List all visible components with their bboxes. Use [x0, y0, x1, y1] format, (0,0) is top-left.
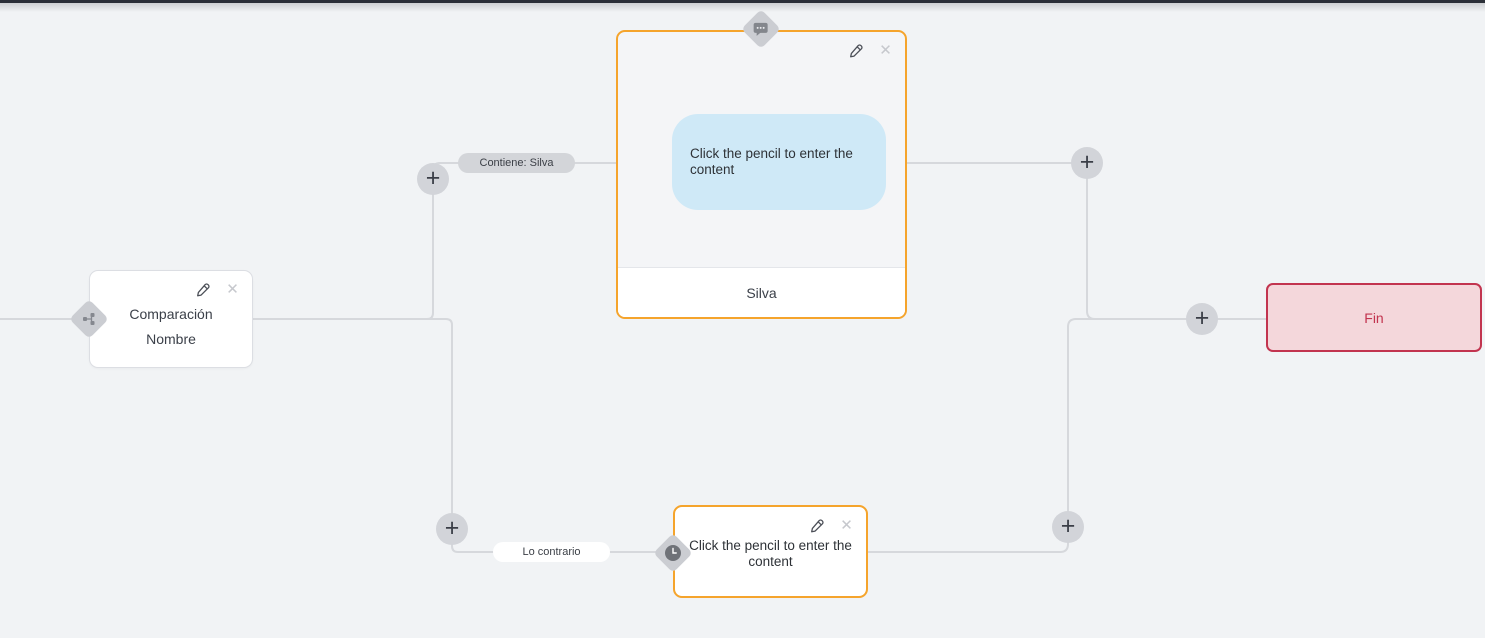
action-node-placeholder: Click the pencil to enter the content	[689, 538, 852, 569]
edge-label-contains[interactable]: Contiene: Silva	[458, 153, 575, 173]
edge-condition-to-bottom	[253, 318, 660, 553]
add-node-button-before-end[interactable]: +	[1186, 303, 1218, 335]
plus-icon: +	[1060, 511, 1076, 540]
edge-label-otherwise[interactable]: Lo contrario	[493, 542, 610, 562]
plus-icon: +	[1079, 147, 1095, 176]
close-icon[interactable]: ✕	[838, 517, 855, 534]
condition-title-line2: Nombre	[146, 331, 196, 347]
plus-icon: +	[444, 513, 460, 542]
clock-icon	[665, 545, 681, 561]
message-node-footer: Silva	[618, 267, 905, 317]
edit-pencil-icon[interactable]	[808, 517, 825, 534]
add-node-button-bottom-branch[interactable]: +	[436, 513, 468, 545]
action-node[interactable]: ✕ Click the pencil to enter the content	[673, 505, 868, 598]
add-node-button-top-branch[interactable]: +	[417, 163, 449, 195]
message-bubble-placeholder: Click the pencil to enter the content	[690, 146, 853, 177]
top-toolbar-shadow	[0, 3, 1485, 12]
plus-icon: +	[425, 163, 441, 192]
plus-icon: +	[1194, 303, 1210, 332]
edge-label-otherwise-text: Lo contrario	[522, 546, 581, 558]
message-node-badge	[741, 9, 781, 49]
branch-icon	[83, 313, 95, 325]
add-node-button-after-action[interactable]: +	[1052, 511, 1084, 543]
condition-title-line1: Comparación	[129, 306, 213, 322]
top-toolbar-edge	[0, 0, 1485, 3]
close-glyph: ✕	[879, 42, 892, 59]
condition-node-badge	[69, 299, 109, 339]
pencil-icon	[849, 43, 863, 57]
chat-bubble-icon	[754, 22, 768, 36]
message-node-name: Silva	[746, 284, 777, 301]
action-node-badge	[653, 533, 693, 573]
edit-pencil-icon[interactable]	[194, 281, 211, 298]
edge-label-contains-text: Contiene: Silva	[479, 157, 554, 169]
end-node[interactable]: Fin	[1266, 283, 1482, 352]
message-node[interactable]: ✕ Click the pencil to enter the content …	[616, 30, 907, 319]
add-node-button-after-message[interactable]: +	[1071, 147, 1103, 179]
close-icon[interactable]: ✕	[224, 281, 241, 298]
message-bubble: Click the pencil to enter the content	[672, 114, 886, 210]
edit-pencil-icon[interactable]	[847, 42, 864, 59]
edge-bottom-to-merge	[867, 318, 1096, 553]
close-icon[interactable]: ✕	[877, 42, 894, 59]
condition-node-title: Comparación Nombre	[90, 299, 252, 355]
close-glyph: ✕	[226, 281, 239, 298]
close-glyph: ✕	[840, 517, 853, 534]
edge-top-to-end	[1086, 163, 1267, 320]
pencil-icon	[810, 518, 824, 532]
pencil-icon	[196, 282, 210, 296]
condition-node[interactable]: ✕ Comparación Nombre	[89, 270, 253, 368]
end-node-label: Fin	[1364, 309, 1384, 326]
